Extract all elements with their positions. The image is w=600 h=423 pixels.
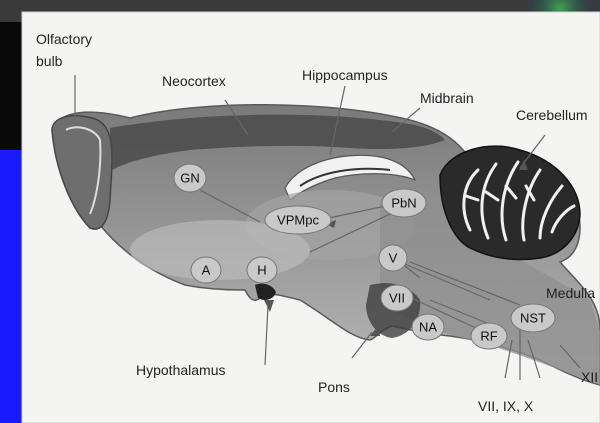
label-pons: Pons: [318, 379, 350, 395]
label-pbn: PbN: [391, 196, 416, 211]
label-gn: GN: [180, 171, 200, 186]
label-nst: NST: [520, 311, 546, 326]
label-cerebellum: Cerebellum: [516, 107, 588, 123]
label-h: H: [257, 263, 266, 278]
label-a: A: [202, 263, 211, 278]
label-rf: RF: [480, 329, 497, 344]
label-na: NA: [419, 320, 437, 335]
label-neocortex: Neocortex: [162, 73, 226, 89]
label-xii: XII: [581, 369, 598, 385]
label-hippocampus: Hippocampus: [302, 67, 388, 83]
label-vpmpc: VPMpc: [277, 213, 319, 228]
label-v: V: [389, 251, 398, 266]
label-vii: VII: [389, 291, 405, 306]
label-cranial-nerves: VII, IX, X: [478, 398, 534, 414]
label-medulla: Medulla: [546, 285, 595, 301]
label-hypothalamus: Hypothalamus: [136, 362, 226, 378]
label-bulb: bulb: [36, 53, 63, 69]
label-midbrain: Midbrain: [420, 90, 474, 106]
label-olfactory: Olfactory: [36, 31, 92, 47]
left-blue-band: [0, 150, 22, 423]
